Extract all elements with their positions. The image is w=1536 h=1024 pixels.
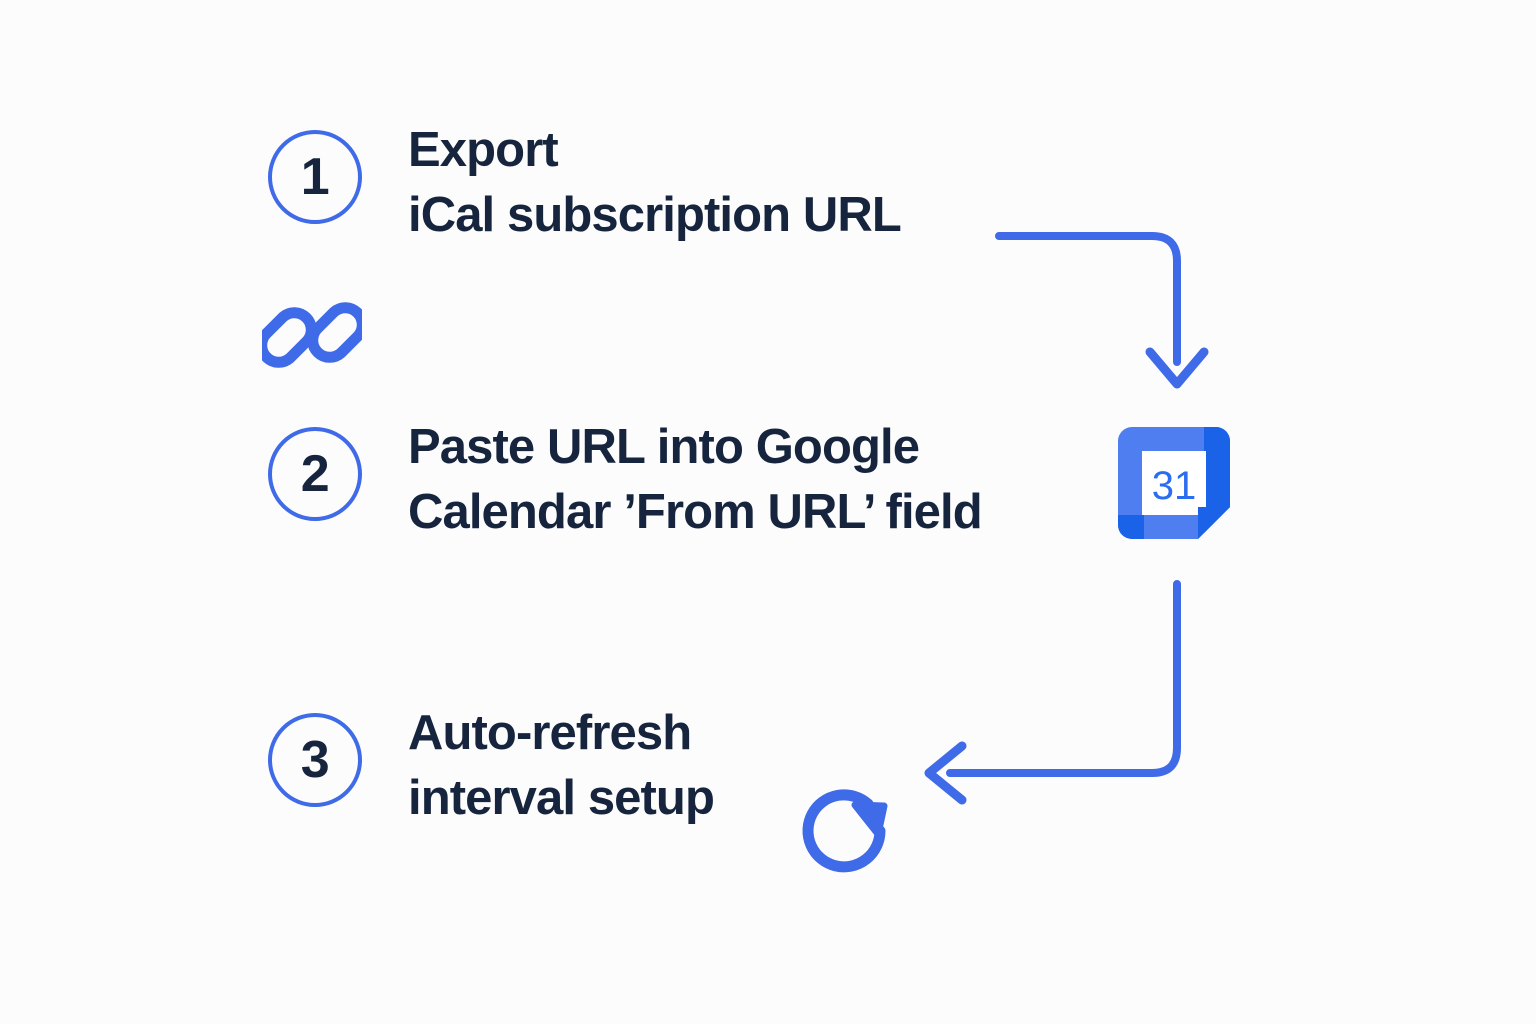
step-item-2: 2 Paste URL into Google Calendar ’From U… [268, 420, 983, 545]
step-number-label-3: 3 [300, 731, 330, 789]
arrow-step1-to-calendar [995, 232, 1209, 389]
step-description-1: Export iCal subscription URL [408, 123, 902, 243]
calendar-day-number: 31 [1152, 464, 1197, 508]
step-number-badge-3: 3 [268, 713, 362, 807]
link-icon [256, 285, 368, 385]
step-number-label-1: 1 [300, 148, 330, 206]
step-item-1: 1 Export iCal subscription URL [268, 123, 902, 248]
step-item-3: 3 Auto-refresh interval setup [268, 706, 715, 831]
step-number-label-2: 2 [300, 445, 330, 503]
step-number-badge-1: 1 [268, 130, 362, 224]
arrow-calendar-to-step3 [924, 580, 1181, 805]
refresh-icon [794, 782, 898, 886]
step-description-2: Paste URL into Google Calendar ’From URL… [408, 420, 983, 540]
google-calendar-icon: 31 [1118, 427, 1230, 539]
step-description-3: Auto-refresh interval setup [408, 706, 715, 826]
step-number-badge-2: 2 [268, 427, 362, 521]
